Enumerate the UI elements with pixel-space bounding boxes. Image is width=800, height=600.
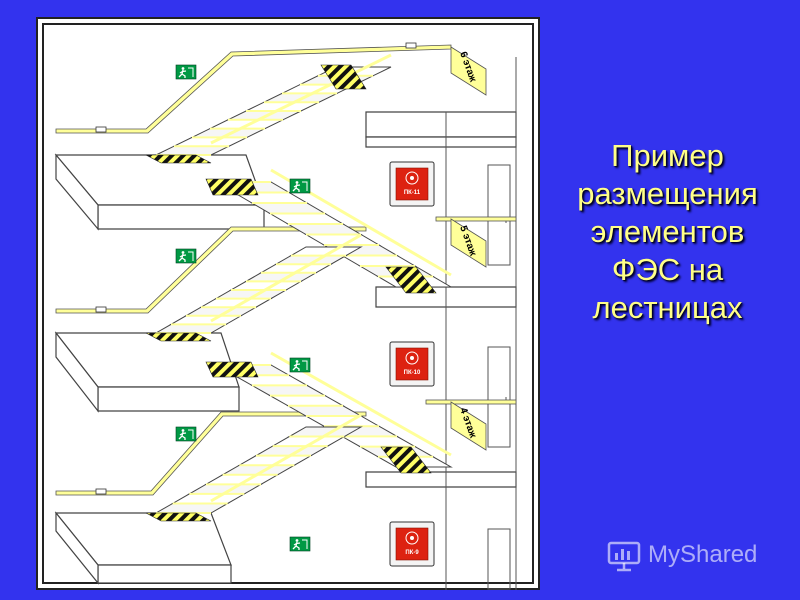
hydrant-cabinet-pk11: ПК-11 [389, 161, 435, 207]
exit-sign-6 [289, 536, 311, 552]
stair-step [154, 502, 230, 514]
stair-step [340, 435, 417, 448]
stair-step [250, 384, 327, 397]
running-man-exit-icon [292, 360, 308, 371]
caption-line: размещения [577, 176, 758, 211]
running-man-exit-icon [292, 181, 308, 192]
running-man-exit-icon [178, 251, 194, 262]
stair-step [304, 234, 381, 246]
floor-label-6: 6 этаж [450, 46, 487, 96]
exit-sign-4 [289, 357, 311, 373]
staircase-diagram: 6 этаж 5 этаж 4 этаж [36, 17, 540, 590]
floor-label-4: 4 этаж [450, 401, 487, 451]
stair-step [169, 315, 243, 325]
running-man-exit-icon [292, 539, 308, 550]
stair-step [340, 255, 417, 267]
handrail [210, 53, 392, 145]
exit-sign-2 [289, 178, 311, 194]
exit-sign-3 [175, 248, 197, 264]
hydrant-code-pk9: ПК-9 [405, 550, 419, 556]
stair-flight-upper [155, 53, 392, 156]
step-edge-hazard-markings [145, 64, 437, 522]
exit-sign-1 [175, 64, 197, 80]
floor-label-5: 5 этаж [450, 218, 487, 268]
landing-slab-middle [54, 331, 240, 413]
stair-step [268, 213, 345, 225]
stair-step [170, 493, 247, 504]
caption-line: элементов [590, 214, 745, 249]
stair-step [286, 223, 363, 235]
hydrant-cabinet-pk10: ПК-10 [389, 341, 435, 387]
slide-caption: Пример размещения элементов ФЭС на лестн… [555, 137, 780, 327]
hydrant-code-pk11: ПК-11 [404, 190, 421, 196]
running-man-exit-icon [178, 67, 194, 78]
caption-line: Пример [611, 138, 724, 173]
stair-flight-middle-return [214, 351, 453, 468]
stair-flight-middle [154, 233, 363, 334]
watermark-text: MyShared [648, 541, 758, 568]
landing-slab-bottom [54, 511, 232, 585]
caption-line: лестницах [592, 290, 743, 325]
stair-step [155, 145, 230, 156]
hydrant-cabinet-pk9: ПК-9 [389, 521, 435, 567]
handrail [210, 413, 362, 503]
stair-flight-lower [154, 413, 363, 514]
running-man-exit-icon [178, 429, 194, 440]
caption-line: ФЭС на [611, 252, 724, 287]
presentation-icon [607, 541, 641, 572]
exit-sign-5 [175, 426, 197, 442]
handrail [210, 233, 362, 323]
watermark: MyShared [606, 535, 757, 575]
stair-step [154, 323, 228, 334]
staircase-drawing: 6 этаж 5 этаж 4 этаж [36, 17, 540, 590]
stair-step [268, 395, 345, 407]
hydrant-code-pk10: ПК-10 [404, 370, 421, 376]
